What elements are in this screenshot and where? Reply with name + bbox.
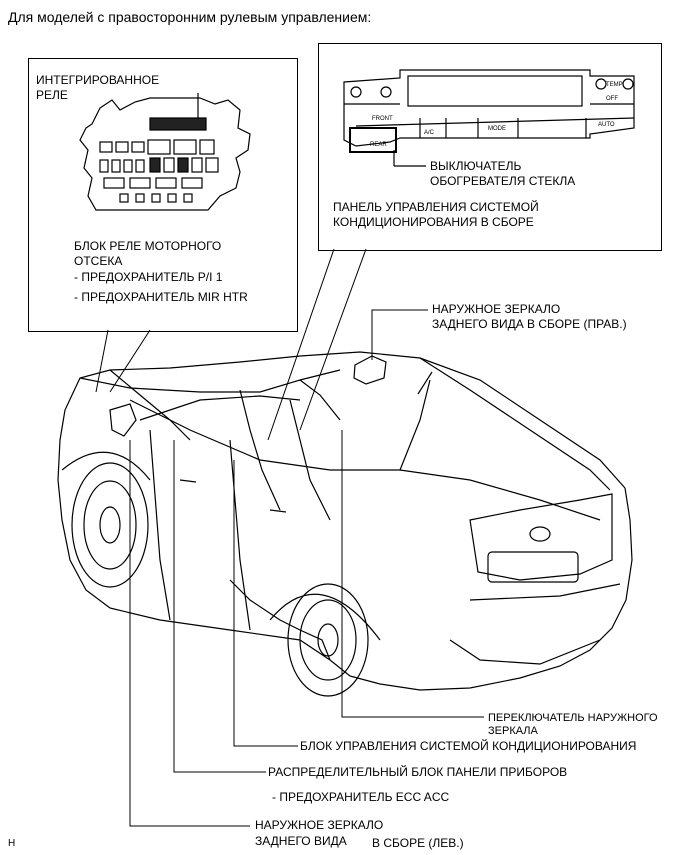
page-title: Для моделей с правосторонним рулевым упр…: [8, 9, 372, 25]
mirror-switch-label-line1: ПЕРЕКЛЮЧАТЕЛЬ НАРУЖНОГО: [488, 712, 658, 724]
auto-button-label: AUTO: [598, 122, 615, 128]
ac-control-unit-label: БЛОК УПРАВЛЕНИЯ СИСТЕМОЙ КОНДИЦИОНИРОВАН…: [300, 739, 637, 753]
outer-mirror-left-label-line1: НАРУЖНОЕ ЗЕРКАЛО: [255, 818, 384, 832]
ac-button-label: A/C: [424, 130, 435, 136]
ac-panel-label-line1: ПАНЕЛЬ УПРАВЛЕНИЯ СИСТЕМОЙ: [333, 200, 539, 214]
ac-panel-drawing: [343, 69, 635, 167]
outer-mirror-right-label-line1: НАРУЖНОЕ ЗЕРКАЛО: [432, 302, 561, 316]
ac-panel-label-line2: КОНДИЦИОНИРОВАНИЯ В СБОРЕ: [333, 215, 534, 229]
temp-label: TEMP: [606, 82, 623, 88]
relay-block-drawing: [79, 93, 251, 211]
outer-mirror-right-label-line2: ЗАДНЕГО ВИДА В СБОРЕ (ПРАВ.): [432, 317, 627, 331]
engine-relay-block-label-line1: БЛОК РЕЛЕ МОТОРНОГО: [74, 239, 222, 253]
fuse-mir-htr-label: - ПРЕДОХРАНИТЕЛЬ MIR HTR: [74, 290, 248, 304]
engine-relay-block-label-line2: ОТСЕКА: [74, 254, 123, 268]
fuse-ecc-acc-label: - ПРЕДОХРАНИТЕЛЬ ECC ACC: [272, 790, 450, 804]
rear-defrost-label: REAR: [370, 142, 387, 148]
outer-mirror-left-label-line2: ЗАДНЕГО ВИДА: [255, 834, 347, 848]
car-drawing: [57, 351, 633, 697]
mirror-switch-label-line2: ЗЕРКАЛА: [488, 725, 538, 737]
defogger-switch-label-line2: ОБОГРЕВАТЕЛЯ СТЕКЛА: [430, 174, 576, 188]
integrated-relay-label-line1: ИНТЕГРИРОВАННОЕ: [36, 73, 160, 87]
leader-lines: [95, 248, 484, 827]
fuse-pi1-label: - ПРЕДОХРАНИТЕЛЬ P/I 1: [74, 270, 223, 284]
figure-code: H: [8, 838, 16, 849]
front-defrost-label: FRONT: [372, 116, 393, 122]
outer-mirror-left-label-line3: В СБОРЕ (ЛЕВ.): [372, 836, 464, 850]
defogger-switch-label-line1: ВЫКЛЮЧАТЕЛЬ: [430, 159, 522, 173]
engine-relay-callout-box: [28, 58, 298, 332]
instrument-panel-junction-label: РАСПРЕДЕЛИТЕЛЬНЫЙ БЛОК ПАНЕЛИ ПРИБОРОВ: [268, 765, 568, 779]
mode-button-label: MODE: [488, 126, 506, 132]
ac-panel-callout-box: [318, 43, 662, 251]
off-label: OFF: [606, 96, 618, 102]
integrated-relay-label-line2: РЕЛЕ: [36, 88, 68, 102]
